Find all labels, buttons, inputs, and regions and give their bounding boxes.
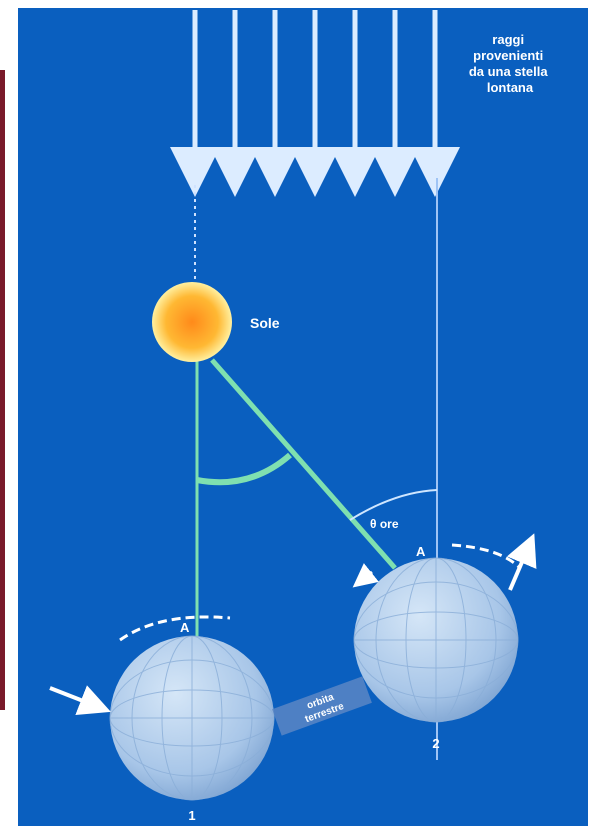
earth-1-number: 1 <box>188 808 195 823</box>
earth-2 <box>354 558 518 722</box>
sun-label: Sole <box>250 315 280 331</box>
sun <box>152 282 232 362</box>
angle-label: θ ore <box>370 517 399 531</box>
point-label-earth-2: A <box>416 544 426 559</box>
earth-2-number: 2 <box>432 736 439 751</box>
point-label-earth-1: A <box>180 620 190 635</box>
earth-1 <box>110 636 274 800</box>
